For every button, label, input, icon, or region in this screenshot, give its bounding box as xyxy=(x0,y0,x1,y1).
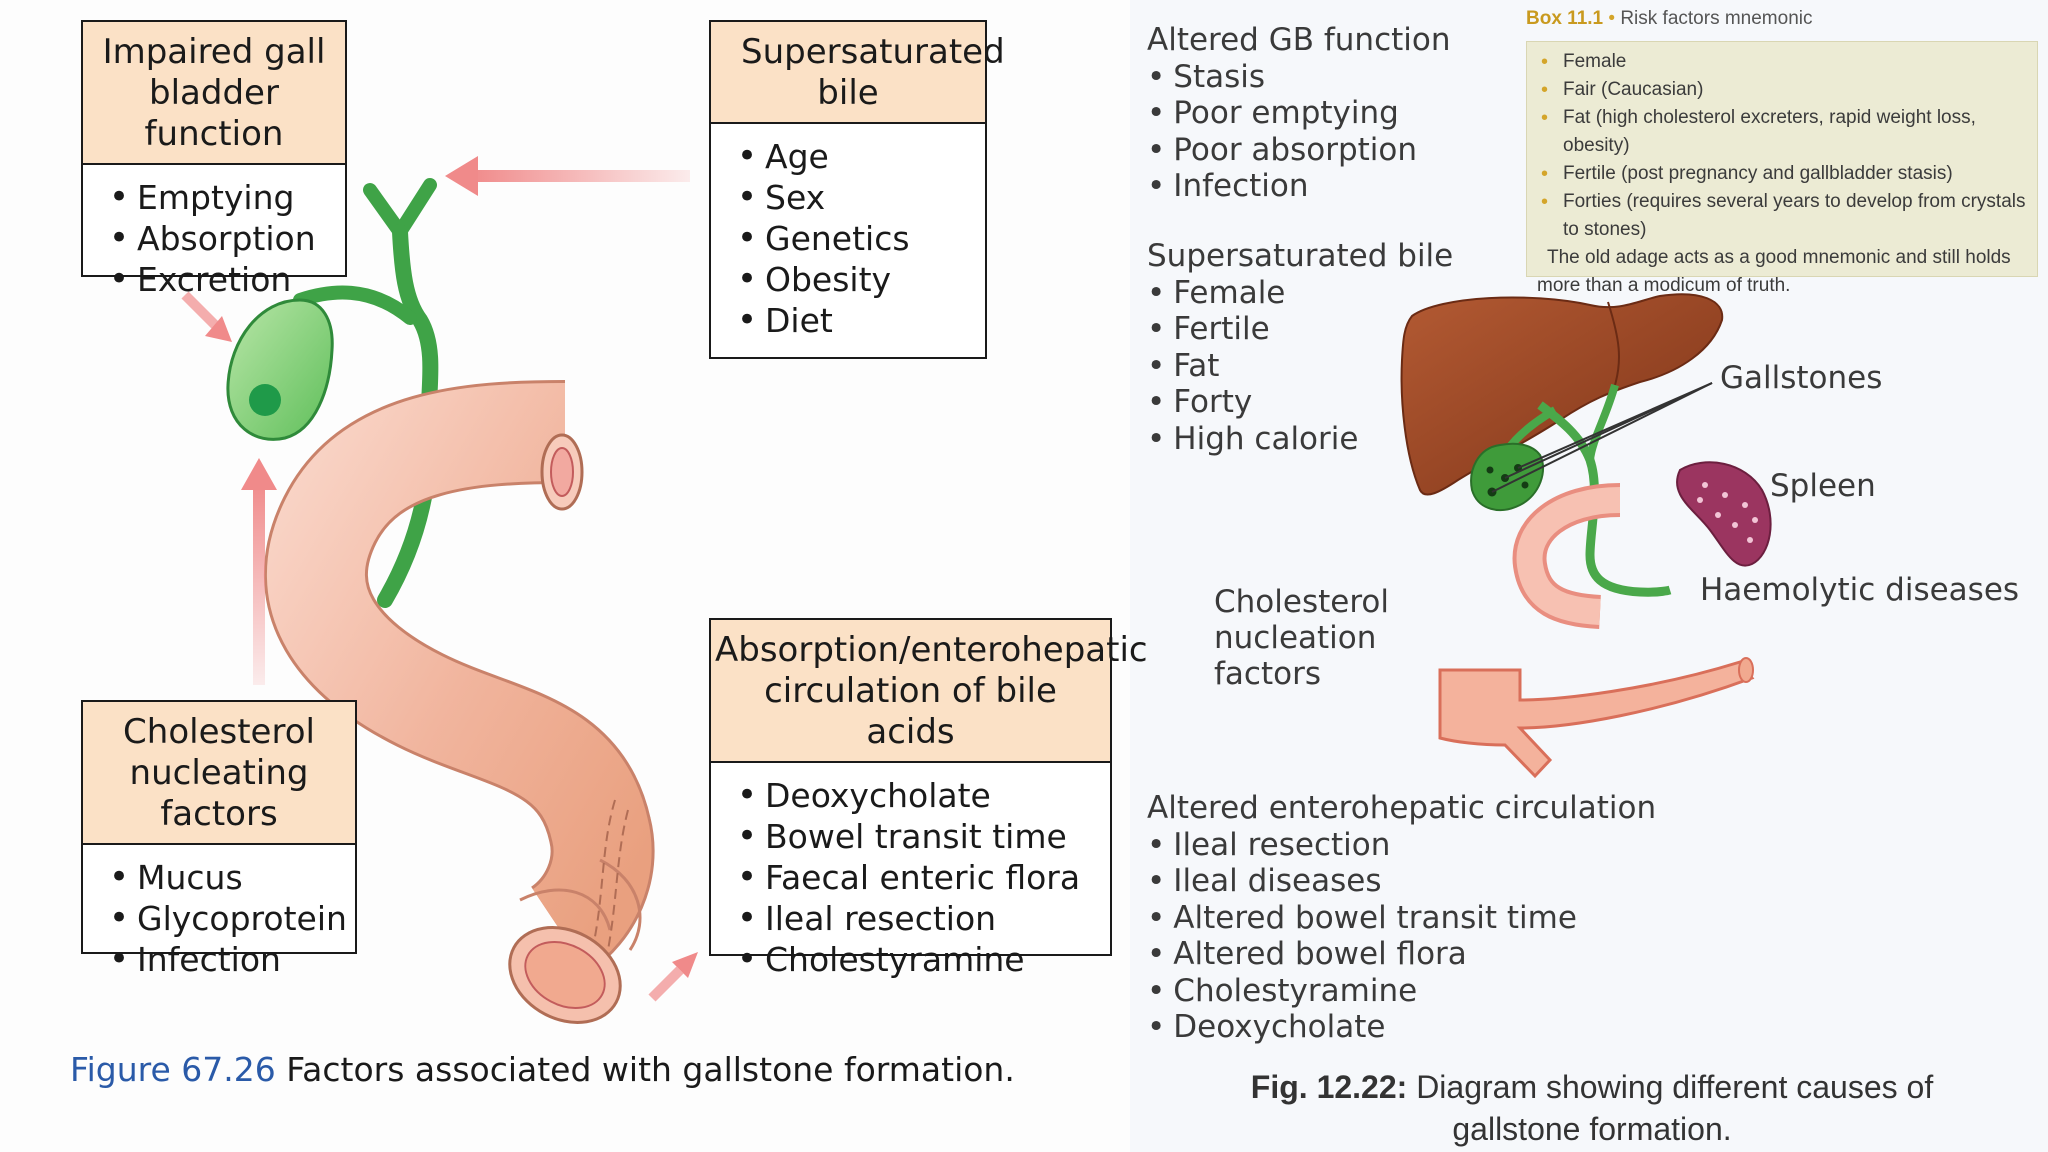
list-item: Female xyxy=(1537,48,2029,76)
box-header: Supersaturated bile xyxy=(711,22,1005,124)
bullet-list: Age Sex Genetics Obesity Diet xyxy=(711,124,985,351)
list-item: Faecal enteric flora xyxy=(737,857,1110,898)
list-item: Forty xyxy=(1147,384,1453,421)
bullet-list: Deoxycholate Bowel transit time Faecal e… xyxy=(711,763,1110,990)
box-header: Cholesterol nucleating factors xyxy=(83,702,355,845)
list-item: Diet xyxy=(737,300,985,341)
arrow-bowel-to-box xyxy=(648,952,698,1002)
list-item: Cholestyramine xyxy=(737,939,1110,980)
list-item: Cholestyramine xyxy=(1147,973,1656,1010)
caption-number: Figure 67.26 xyxy=(70,1050,276,1089)
list-item: Obesity xyxy=(737,259,985,300)
list-item: Ileal resection xyxy=(1147,827,1656,864)
list-item: Genetics xyxy=(737,218,985,259)
list-item: Excretion xyxy=(109,259,345,300)
list-title: Altered GB function xyxy=(1147,22,1451,58)
box-enterohepatic-circulation: Absorption/enterohepatic circulation of … xyxy=(709,618,1148,980)
gallbladder xyxy=(226,298,334,441)
list-item: Poor absorption xyxy=(1147,132,1451,169)
caption-number: Fig. 12.22: xyxy=(1250,1069,1408,1105)
list-item: Deoxycholate xyxy=(737,775,1110,816)
list-item: Stasis xyxy=(1147,59,1451,96)
box-header: Impaired gall bladder function xyxy=(83,22,345,165)
arrow-nucleating-up xyxy=(241,458,277,685)
box-header: Absorption/enterohepatic circulation of … xyxy=(711,620,1148,763)
list-item: Mucus xyxy=(109,857,355,898)
box-cholesterol-nucleating: Cholesterol nucleating factors Mucus Gly… xyxy=(81,700,357,980)
caption-text: Diagram showing different causes of gall… xyxy=(1416,1069,1934,1147)
list-item: Deoxycholate xyxy=(1147,1009,1656,1046)
list-item: Poor emptying xyxy=(1147,95,1451,132)
list-item: Fertile (post pregnancy and gallbladder … xyxy=(1537,160,2029,188)
list-title: Altered enterohepatic circulation xyxy=(1147,790,1657,826)
list-item: Absorption xyxy=(109,218,345,259)
mnemonic-box-label: Box 11.1 xyxy=(1526,8,1604,29)
list-item: Fat (high cholesterol excreters, rapid w… xyxy=(1537,104,2029,160)
caption-text: Factors associated with gallstone format… xyxy=(286,1050,1015,1089)
mnemonic-box-title: Box 11.1 • Risk factors mnemonic xyxy=(1526,8,1813,29)
box-supersaturated-bile: Supersaturated bile Age Sex Genetics Obe… xyxy=(709,20,1005,359)
right-ileum xyxy=(1438,657,1755,779)
right-figure-caption: Fig. 12.22: Diagram showing different ca… xyxy=(1222,1066,1962,1150)
mnemonic-note: The old adage acts as a good mnemonic an… xyxy=(1537,247,2011,296)
list-item: Bowel transit time xyxy=(737,816,1110,857)
altered-gb-function-list: Altered GB function Stasis Poor emptying… xyxy=(1147,22,1451,205)
arrow-gb-to-gallbladder xyxy=(181,291,232,342)
list-item: Infection xyxy=(109,939,355,980)
arrow-bile-to-duct xyxy=(445,156,690,196)
list-title: Supersaturated bile xyxy=(1147,238,1454,274)
mnemonic-list: Female Fair (Caucasian) Fat (high choles… xyxy=(1527,42,2037,244)
label-haemolytic-diseases: Haemolytic diseases xyxy=(1700,572,2020,608)
list-item: Infection xyxy=(1147,168,1451,205)
mnemonic-box: Female Fair (Caucasian) Fat (high choles… xyxy=(1526,41,2038,296)
gallstones-pointer xyxy=(1491,382,1713,493)
label-spleen: Spleen xyxy=(1770,468,1876,504)
spleen xyxy=(1676,461,1772,567)
list-item: Emptying xyxy=(109,177,345,218)
list-item: Ileal resection xyxy=(737,898,1110,939)
box-impaired-gallbladder: Impaired gall bladder function Emptying … xyxy=(81,20,347,300)
list-item: Forties (requires several years to devel… xyxy=(1537,188,2029,244)
list-item: Sex xyxy=(737,177,985,218)
intestine xyxy=(263,380,655,1024)
list-item: Female xyxy=(1147,275,1453,312)
list-item: Fat xyxy=(1147,348,1453,385)
list-item: Fair (Caucasian) xyxy=(1537,76,2029,104)
list-item: Altered bowel transit time xyxy=(1147,900,1656,937)
mnemonic-box-heading: Risk factors mnemonic xyxy=(1620,8,1813,29)
list-item: Altered bowel flora xyxy=(1147,936,1656,973)
list-item: Fertile xyxy=(1147,311,1453,348)
list-item: Age xyxy=(737,136,985,177)
gallstone xyxy=(249,384,281,416)
right-duodenum xyxy=(1512,483,1621,629)
list-item: Glycoprotein xyxy=(109,898,355,939)
label-gallstones: Gallstones xyxy=(1720,360,1883,396)
left-figure-caption: Figure 67.26 Factors associated with gal… xyxy=(70,1050,1015,1089)
enterohepatic-list: Altered enterohepatic circulation Ileal … xyxy=(1147,790,1656,1046)
supersaturated-bile-list: Supersaturated bile Female Fertile Fat F… xyxy=(1147,238,1453,457)
list-item: High calorie xyxy=(1147,421,1453,458)
bullet-list: Emptying Absorption Excretion xyxy=(83,165,345,310)
bullet-list: Mucus Glycoprotein Infection xyxy=(83,845,355,990)
label-cholesterol-nucleation: Cholesterol nucleation factors xyxy=(1214,584,1389,692)
list-item: Ileal diseases xyxy=(1147,863,1656,900)
